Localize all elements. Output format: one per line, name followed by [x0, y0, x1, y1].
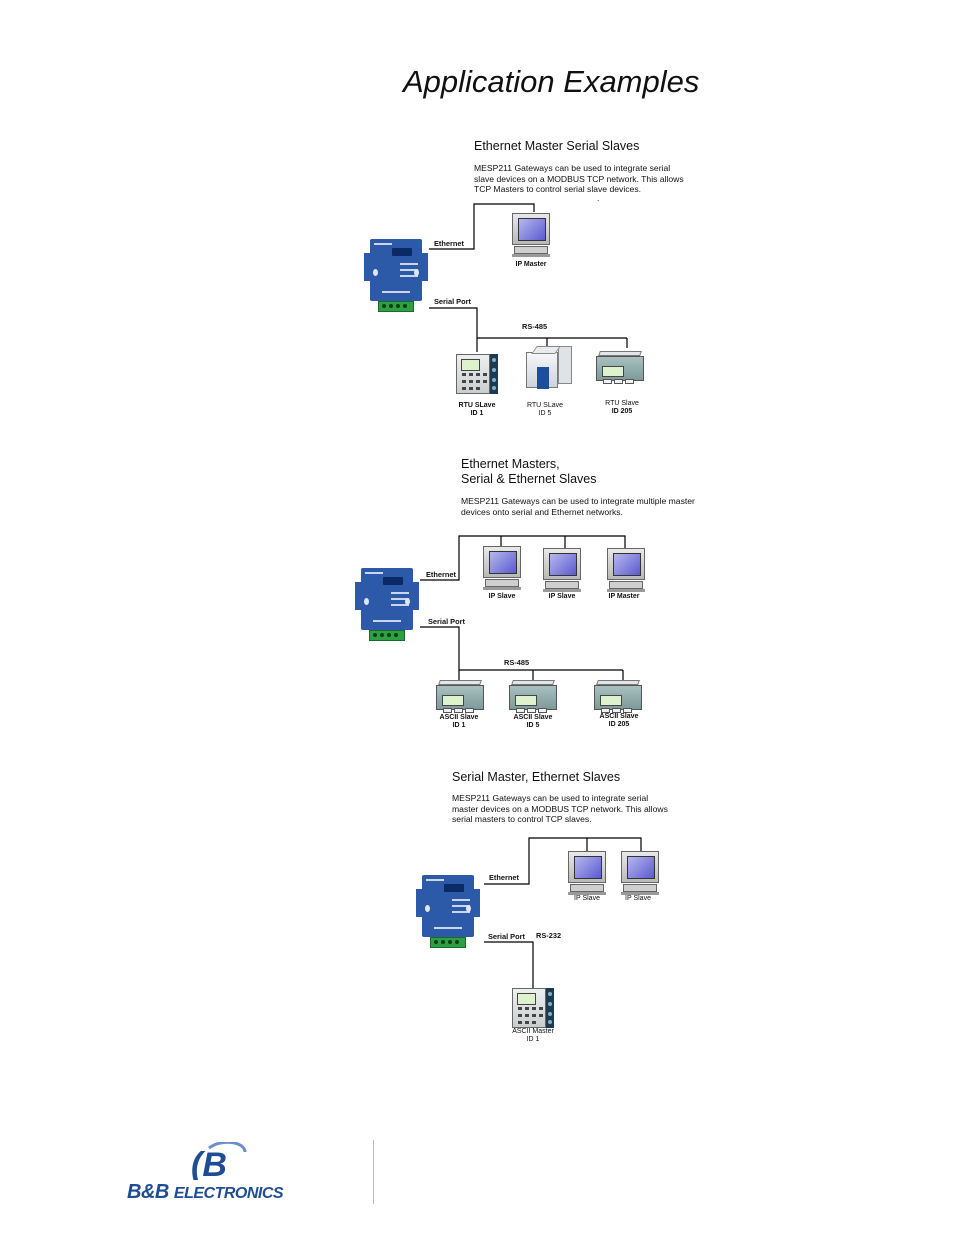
ip-master-computer-icon [512, 213, 550, 257]
section-heading: Ethernet Master Serial Slaves [474, 139, 640, 153]
gateway-device [355, 568, 419, 641]
ethernet-label: Ethernet [489, 873, 519, 882]
stray-mark: . [597, 193, 600, 203]
section-heading-line1: Ethernet Masters, [461, 457, 560, 471]
ip-slave-computer-icon [543, 548, 581, 592]
ascii-slave-meter-icon [436, 680, 484, 713]
ip-slave-computer-icon [621, 851, 659, 895]
device-label: IP Master [515, 261, 547, 268]
ip-slave-computer-icon [483, 546, 521, 590]
ascii-slave-meter-icon [594, 680, 642, 713]
rtu-slave-keypad-icon [456, 354, 498, 394]
ethernet-label: Ethernet [426, 570, 456, 579]
ip-slave-computer-icon [568, 851, 606, 895]
gateway-device [416, 875, 480, 948]
section-description: MESP211 Gateways can be used to integrat… [461, 496, 695, 517]
page-title: Application Examples [403, 64, 700, 99]
ascii-slave-meter-icon [509, 680, 557, 713]
section-description: MESP211 Gateways can be used to integrat… [474, 163, 684, 195]
ethernet-label: Ethernet [434, 239, 464, 248]
serial-port-label: Serial Port [434, 297, 471, 306]
svg-text:(B: (B [191, 1146, 227, 1180]
serial-port-label: Serial Port [428, 617, 465, 626]
rtu-slave-module-icon [526, 346, 572, 390]
device-label: IP Slave [574, 895, 600, 902]
ascii-master-keypad-icon [512, 988, 554, 1028]
logo-wordmark: B&B Electronics [127, 1181, 284, 1203]
bb-electronics-logo: (B B&B Electronics [127, 1140, 377, 1210]
section-heading-line2: Serial & Ethernet Slaves [461, 472, 597, 486]
section-heading: Serial Master, Ethernet Slaves [452, 770, 621, 784]
rtu-slave-meter-icon [596, 351, 644, 384]
rs485-label: RS-485 [504, 658, 530, 667]
ip-master-computer-icon [607, 548, 645, 592]
gateway-device [364, 239, 428, 312]
device-label: IP Slave [548, 593, 576, 600]
device-label: IP Slave [625, 895, 651, 902]
device-label: IP Slave [488, 593, 516, 600]
section-description: MESP211 Gateways can be used to integrat… [452, 793, 668, 825]
rs485-label: RS-485 [522, 322, 548, 331]
logo-divider [373, 1140, 374, 1204]
bb-logo-mark-icon: (B [191, 1142, 247, 1180]
serial-port-label: Serial Port [488, 932, 525, 941]
rs232-label: RS-232 [536, 931, 562, 940]
device-label: IP Master [608, 593, 640, 600]
